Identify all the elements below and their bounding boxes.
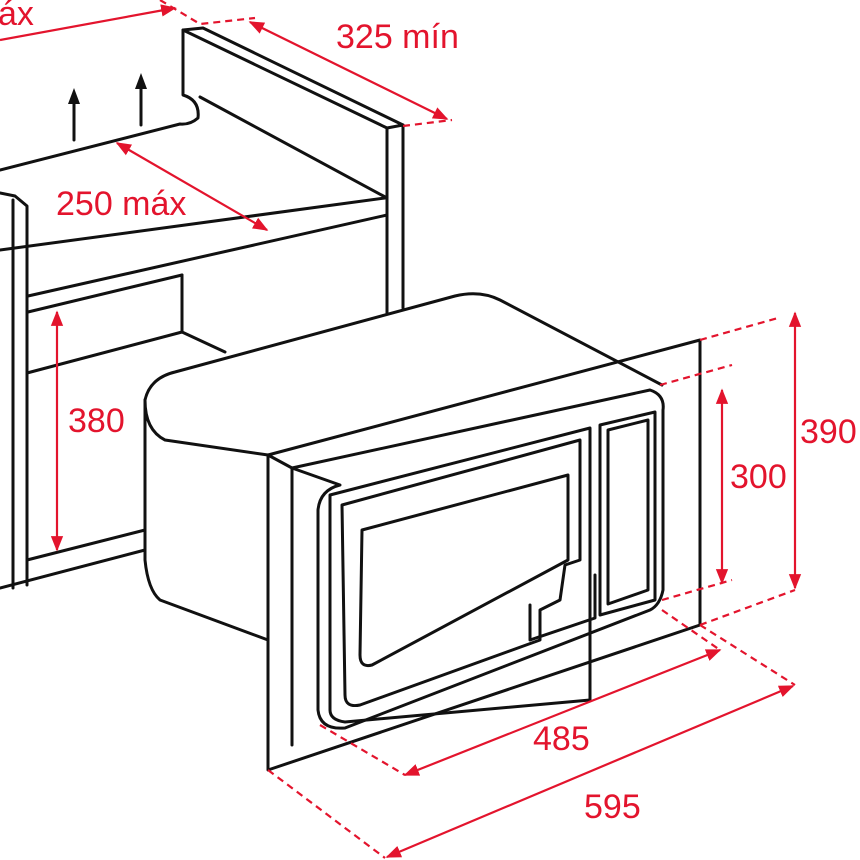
label-top-left-cut: áx <box>0 0 34 33</box>
label-frame-width: 595 <box>584 788 641 826</box>
label-cabinet-height: 380 <box>68 402 125 440</box>
microwave-outline <box>143 292 702 772</box>
label-microwave-height: 300 <box>730 458 787 496</box>
label-frame-height: 390 <box>800 413 857 451</box>
dimension-lines <box>0 0 802 859</box>
label-depth-min: 325 mín <box>336 18 459 56</box>
label-shelf-max: 250 máx <box>56 185 186 223</box>
arrows-ventilation <box>68 73 147 142</box>
label-microwave-width: 485 <box>533 720 590 758</box>
